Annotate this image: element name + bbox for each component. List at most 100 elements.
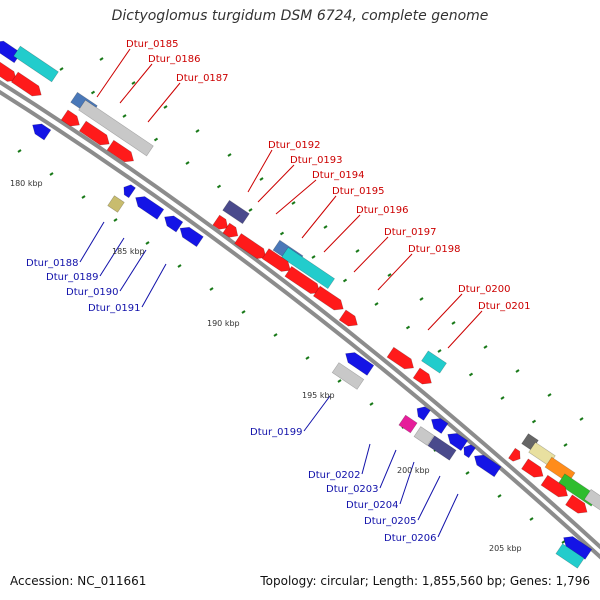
gene-label-dtur_0196: Dtur_0196 [356,205,409,216]
scale-label-kbp: 185 kbp [112,247,145,256]
leader-line-dtur_0192 [247,149,273,193]
gene-label-dtur_0199: Dtur_0199 [250,427,303,438]
gene-arrow [0,40,22,64]
gene-label-dtur_0197: Dtur_0197 [384,227,437,238]
scale-tick [177,264,182,268]
gene-arrow [284,265,321,294]
gene-arrow-shape [331,362,365,390]
scale-tick [185,161,190,165]
scale-tick [195,129,200,133]
gene-arrow [234,233,267,259]
gene-arrow-shape [508,447,521,462]
scale-tick [216,184,222,189]
scale-tick [248,208,253,212]
gene-arrow-shape [312,285,344,311]
leader-line-dtur_0203 [379,449,397,489]
gene-arrow [78,120,110,146]
gene-arrow [463,444,476,459]
gene-label-dtur_0189: Dtur_0189 [46,272,99,283]
scale-tick [113,218,118,222]
scale-tick [49,172,54,176]
gene-arrow-shape [261,248,291,272]
topology-summary: Topology: circular; Length: 1,855,560 bp… [260,574,590,588]
gene-label-dtur_0202: Dtur_0202 [308,470,361,481]
gene-arrow-shape [179,226,204,248]
leader-line-dtur_0190 [119,249,147,292]
gene-arrow-shape [107,195,125,213]
gene-arrow [430,418,449,434]
scale-tick [145,241,150,245]
gene-arrow-shape [474,454,502,478]
leader-line-dtur_0199 [303,395,331,432]
scale-tick [468,372,474,377]
gene-label-dtur_0185: Dtur_0185 [126,39,179,50]
gene-arrow [474,454,502,478]
gene-arrow [555,543,585,569]
backbone-layer [0,79,600,560]
scale-tick [279,231,285,236]
leader-line-dtur_0200 [427,293,463,331]
gene-arrow [427,435,457,461]
scale-tick [500,396,505,400]
gene-arrow [222,222,239,238]
scale-label-kbp: 205 kbp [489,544,522,553]
gene-label-dtur_0193: Dtur_0193 [290,155,343,166]
gene-arrow [78,99,154,157]
gene-arrow-shape [222,222,239,238]
gene-arrow [565,494,588,514]
gene-arrow-shape [413,426,435,446]
leader-line-dtur_0185 [96,48,131,98]
gene-arrow [563,536,593,560]
accession-text: Accession: NC_011661 [10,574,147,588]
gene-arrow [13,45,59,83]
gene-label-dtur_0192: Dtur_0192 [268,140,321,151]
gene-arrow-shape [0,40,22,64]
gene-label-dtur_0206: Dtur_0206 [384,533,437,544]
gene-arrow [338,309,358,327]
gene-arrow-shape [212,214,229,230]
gene-arrow-shape [447,433,469,451]
gene-arrow [281,246,335,290]
gene-label-dtur_0190: Dtur_0190 [66,287,119,298]
scale-label-kbp: 195 kbp [302,391,335,400]
gene-arrow [261,248,291,272]
scale-tick [227,153,232,157]
gene-arrow-shape [563,536,593,560]
leader-line-dtur_0196 [323,214,361,253]
gene-arrow-shape [78,99,154,157]
gene-label-dtur_0194: Dtur_0194 [312,170,365,181]
gene-arrow [10,71,42,97]
scale-tick [419,297,424,301]
gene-label-dtur_0186: Dtur_0186 [148,54,201,65]
scale-tick [311,255,316,259]
scale-tick [531,419,537,424]
scale-tick [387,273,392,277]
scale-tick [99,57,104,61]
scale-tick [90,90,96,95]
gene-arrow-shape [32,123,52,141]
gene-arrow-shape [386,346,414,370]
gene-label-dtur_0200: Dtur_0200 [458,284,511,295]
gene-arrow-shape [60,109,80,127]
gene-arrow [312,285,344,311]
scale-tick [561,540,566,544]
gene-label-dtur_0201: Dtur_0201 [478,301,531,312]
scale-tick [131,81,136,85]
scale-tick [579,417,584,421]
gene-label-dtur_0203: Dtur_0203 [326,484,379,495]
gene-arrow [447,433,469,451]
gene-arrow [107,195,125,213]
gene-arrow-shape [10,71,42,97]
gene-arrow [212,214,229,230]
gene-arrow-shape [338,309,358,327]
gene-label-dtur_0205: Dtur_0205 [364,516,417,527]
gene-label-dtur_0191: Dtur_0191 [88,303,141,314]
leader-line-dtur_0194 [275,179,317,215]
scale-tick [323,225,328,229]
leader-layer [79,48,483,538]
leader-line-dtur_0195 [301,195,337,239]
scale-tick [153,137,159,142]
gene-arrow-shape [78,120,110,146]
leader-line-dtur_0201 [447,310,483,349]
gene-arrow-shape [164,215,184,233]
